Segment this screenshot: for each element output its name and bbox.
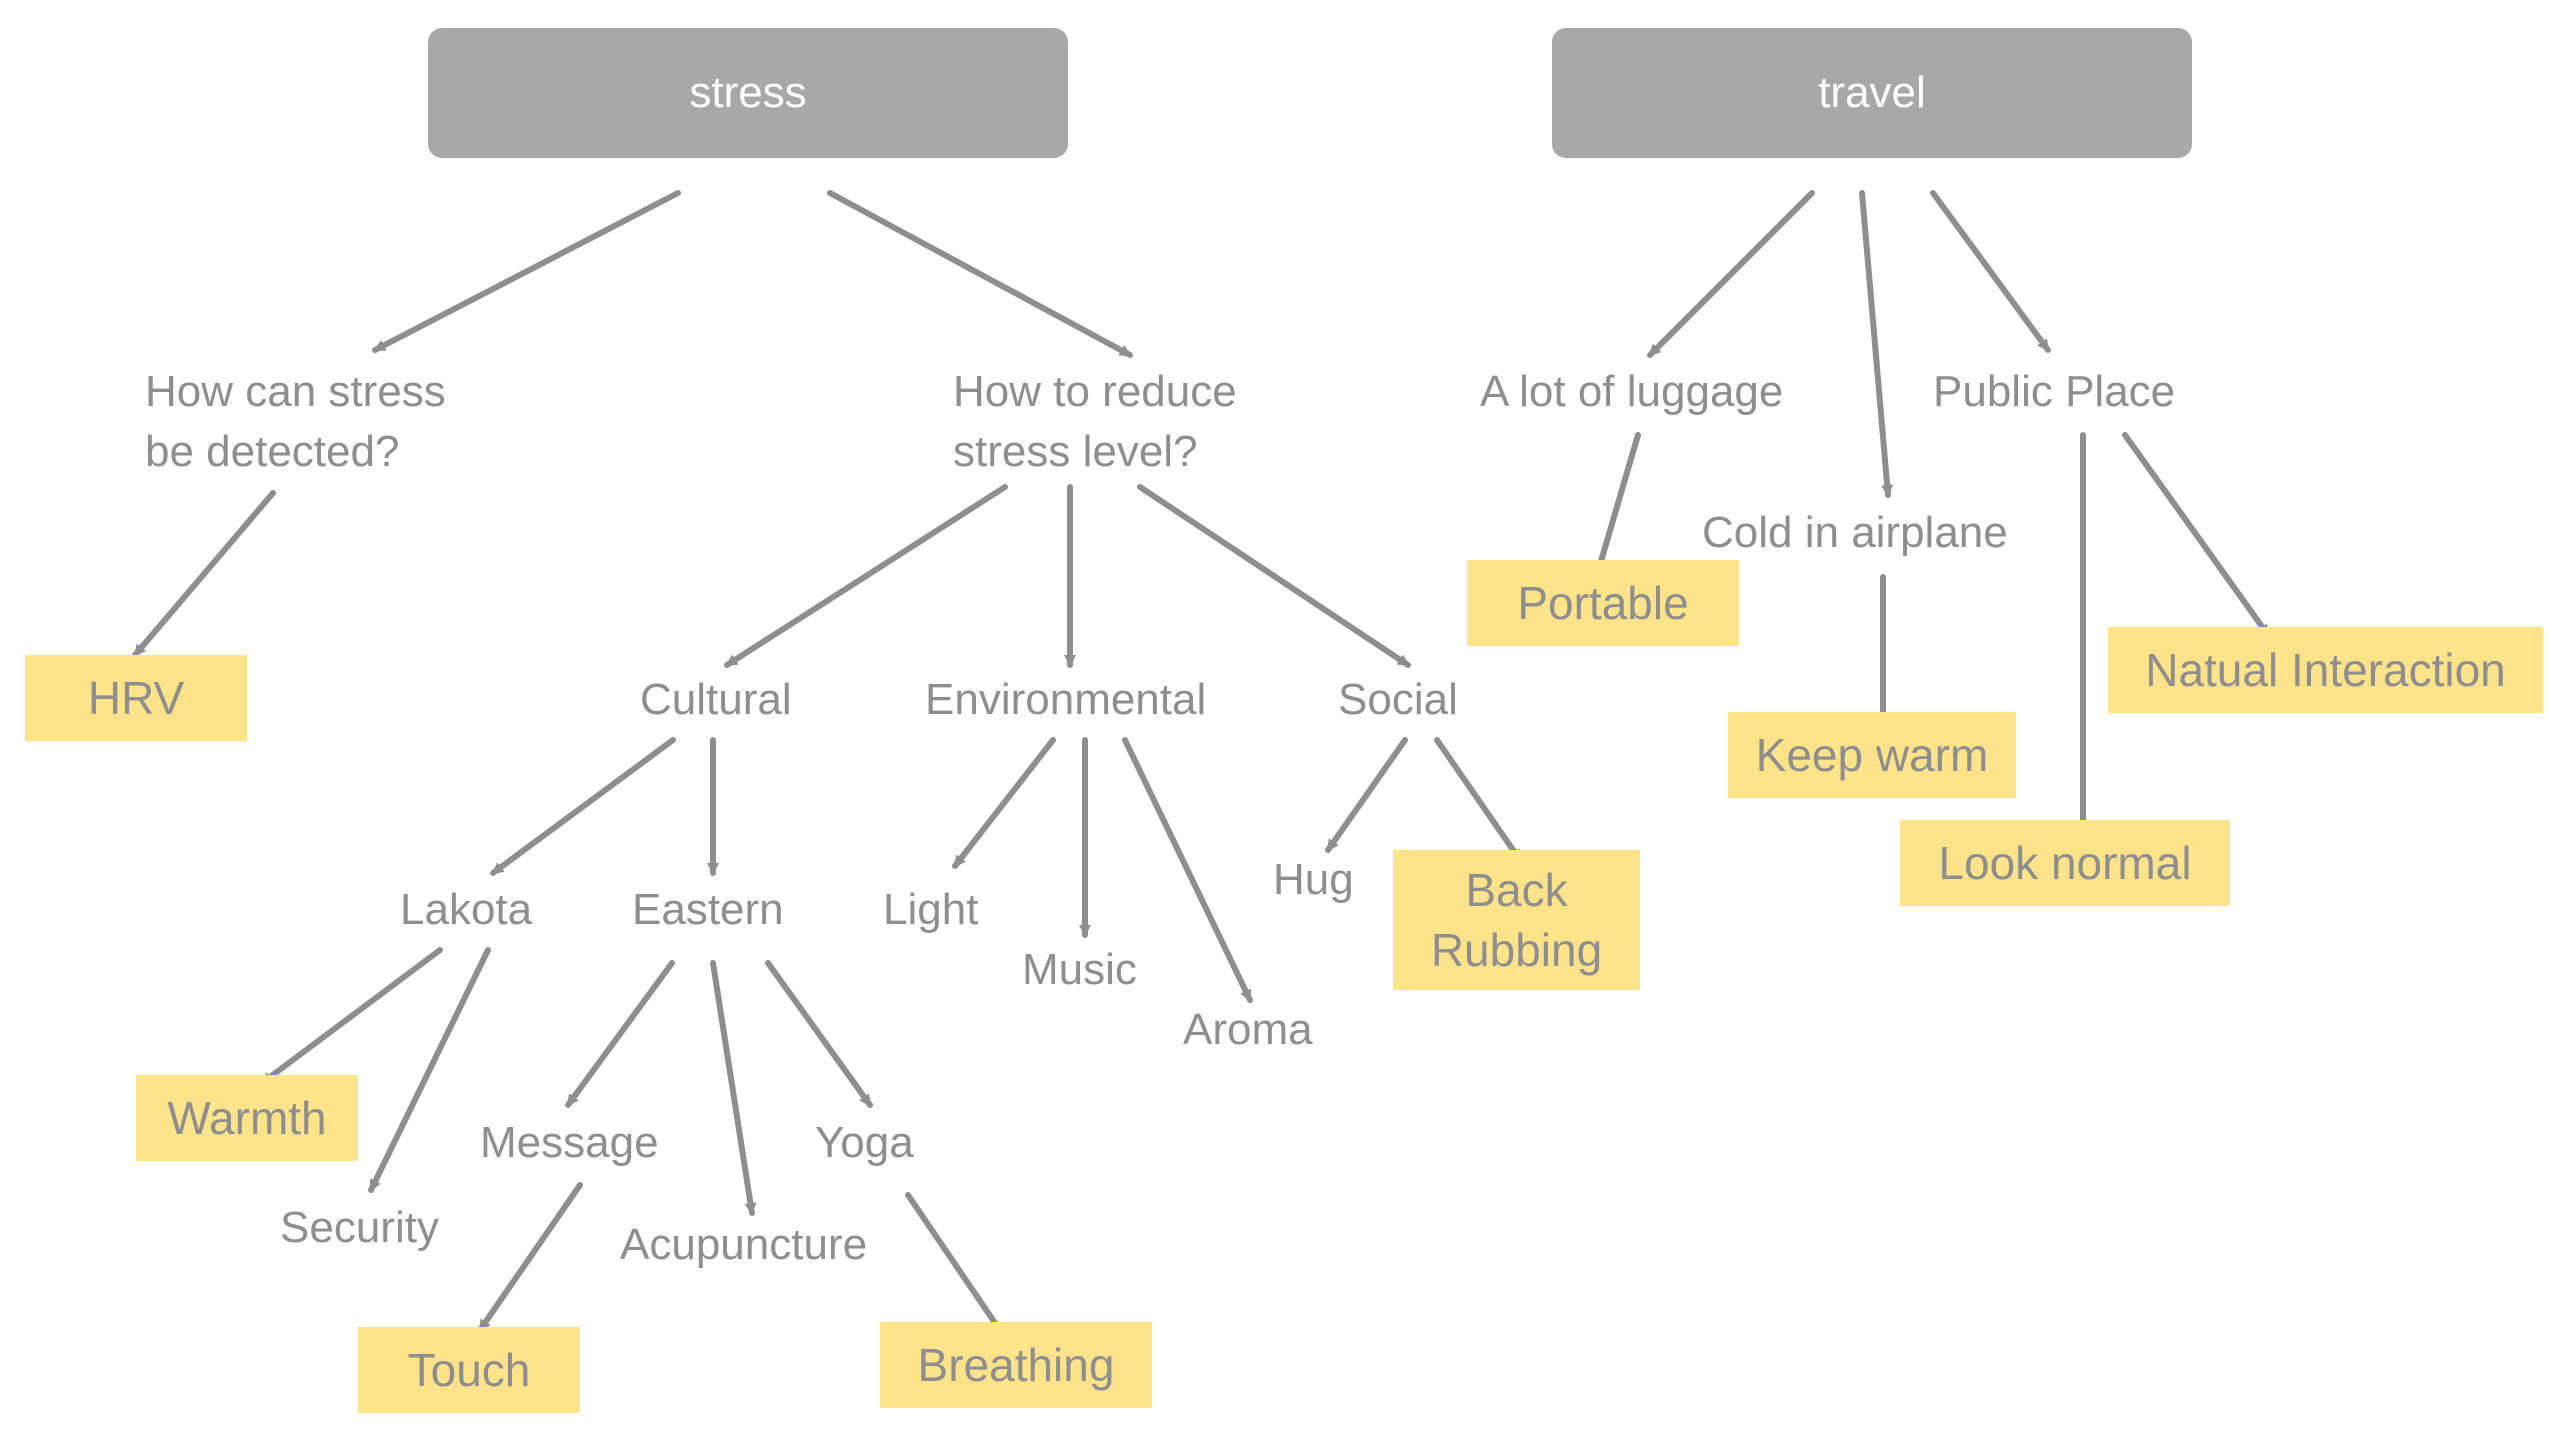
arrow-environmental-to-light: [952, 737, 1056, 869]
node-aroma[interactable]: Aroma: [1183, 1005, 1313, 1054]
arrow-eastern-to-acupuncture: [710, 960, 757, 1216]
note-keep-warm[interactable]: Keep warm: [1728, 712, 2016, 798]
arrow-detect-to-hrv: [132, 490, 276, 658]
node-public-place[interactable]: Public Place: [1933, 367, 2176, 416]
note-natual-interaction[interactable]: Natual Interaction: [2108, 627, 2543, 713]
arrow-lakota-to-security: [368, 947, 491, 1193]
note-touch[interactable]: Touch: [358, 1327, 580, 1413]
note-back-rubbing[interactable]: Back Rubbing: [1393, 850, 1640, 990]
node-light[interactable]: Light: [883, 885, 979, 934]
arrow-stress-to-reduce: [827, 190, 1133, 358]
arrow-travel-to-public-place: [1930, 190, 2051, 353]
note-breathing[interactable]: Breathing: [880, 1322, 1152, 1408]
question-how-reduce[interactable]: How to reduce stress level?: [953, 367, 1237, 476]
node-environmental[interactable]: Environmental: [925, 675, 1207, 724]
root-node-stress[interactable]: stress: [428, 28, 1068, 158]
arrow-environmental-to-aroma: [1122, 737, 1253, 1003]
root-node-travel[interactable]: travel: [1552, 28, 2192, 158]
node-music[interactable]: Music: [1022, 945, 1137, 994]
arrow-eastern-to-message: [565, 960, 675, 1108]
node-cultural[interactable]: Cultural: [640, 675, 792, 724]
arrow-cultural-to-lakota: [490, 737, 676, 876]
note-portable[interactable]: Portable: [1467, 560, 1739, 646]
node-acupuncture[interactable]: Acupuncture: [620, 1220, 868, 1269]
note-look-normal[interactable]: Look normal: [1900, 820, 2230, 906]
arrow-reduce-to-cultural: [724, 484, 1008, 668]
node-yoga[interactable]: Yoga: [815, 1118, 914, 1167]
arrow-eastern-to-yoga: [765, 960, 873, 1108]
node-cold-in-airplane[interactable]: Cold in airplane: [1702, 508, 2008, 557]
arrow-social-to-back-rubbing: [1434, 737, 1523, 863]
arrow-travel-to-cold: [1859, 190, 1894, 498]
arrow-message-to-touch: [477, 1182, 583, 1333]
node-eastern[interactable]: Eastern: [632, 885, 784, 934]
arrow-lakota-to-warmth: [259, 947, 443, 1086]
note-warmth[interactable]: Warmth: [136, 1075, 358, 1161]
arrow-luggage-to-portable: [1594, 432, 1641, 578]
arrow-reduce-to-social: [1137, 484, 1411, 668]
arrow-social-to-hug: [1325, 737, 1408, 853]
arrow-yoga-to-breathing: [905, 1192, 1013, 1348]
node-security[interactable]: Security: [280, 1203, 439, 1252]
node-social[interactable]: Social: [1338, 675, 1458, 724]
arrow-public-place-to-natual: [2122, 432, 2271, 638]
arrow-travel-to-luggage: [1647, 190, 1815, 358]
node-a-lot-of-luggage[interactable]: A lot of luggage: [1480, 367, 1784, 416]
arrow-stress-to-detect: [372, 190, 681, 353]
note-hrv[interactable]: HRV: [25, 655, 247, 741]
node-hug[interactable]: Hug: [1273, 855, 1354, 904]
question-how-detect[interactable]: How can stress be detected?: [145, 367, 446, 476]
node-message[interactable]: Message: [480, 1118, 659, 1167]
node-lakota[interactable]: Lakota: [400, 885, 533, 934]
